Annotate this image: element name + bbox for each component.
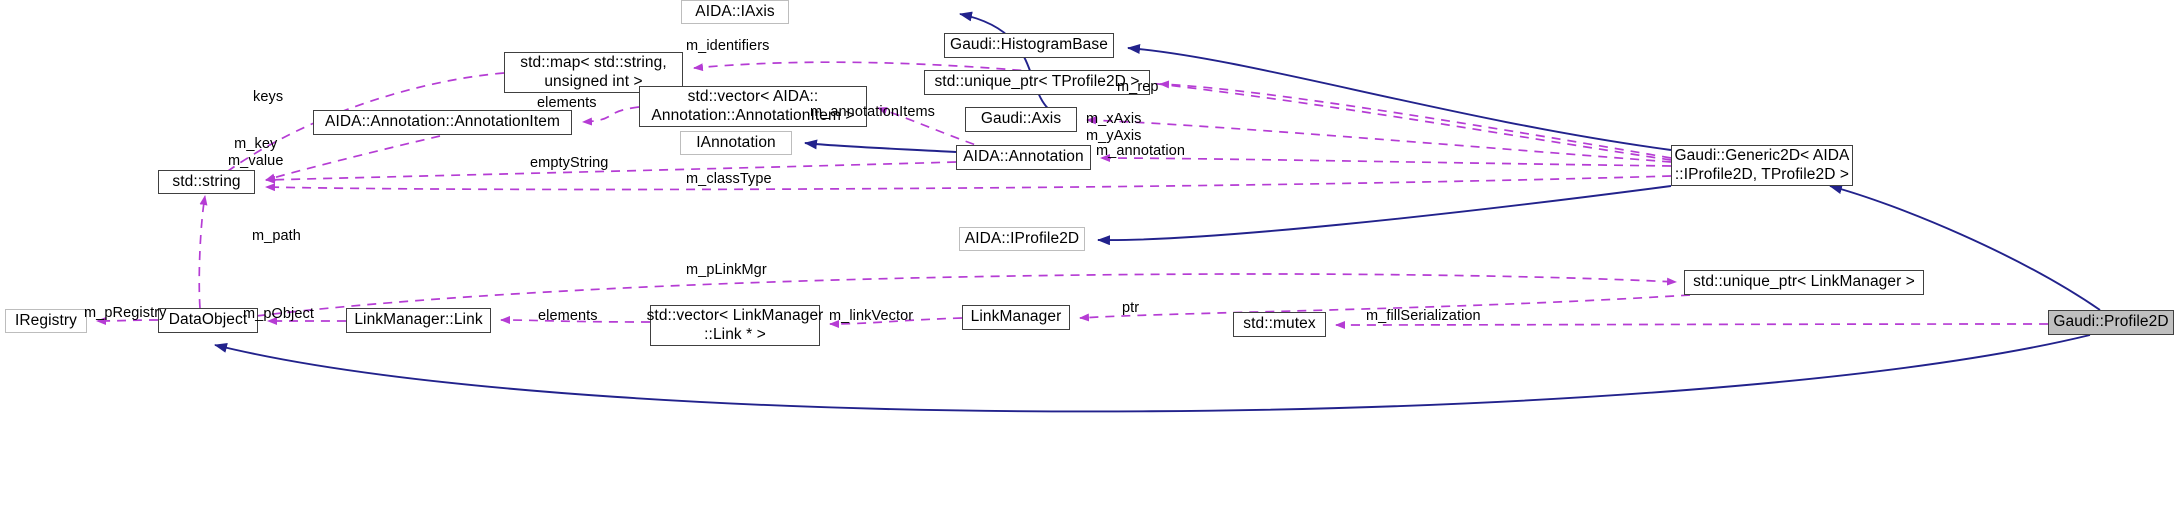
edge-label-m-linkvector: m_linkVector (829, 308, 914, 324)
edge-label-m-pobject: m_pObject (243, 306, 315, 322)
node-iannotation[interactable]: IAnnotation (680, 131, 792, 155)
node-gaudi-profile2d[interactable]: Gaudi::Profile2D (2048, 310, 2174, 335)
edge-label-elements-annotation: elements (537, 95, 597, 111)
node-std-unique-ptr-linkmanager[interactable]: std::unique_ptr< LinkManager > (1684, 270, 1924, 295)
node-std-map-string-uint[interactable]: std::map< std::string, unsigned int > (504, 52, 683, 93)
node-linkmanager-link[interactable]: LinkManager::Link (346, 308, 491, 333)
edge-label-m-pregistry: m_pRegistry (84, 305, 167, 321)
node-std-vector-link-ptr[interactable]: std::vector< LinkManager ::Link * > (647, 305, 823, 346)
edge-label-elements-link: elements (538, 308, 598, 324)
edge-label-emptystring: emptyString (530, 155, 609, 171)
node-aida-annotation-annotationitem[interactable]: AIDA::Annotation::AnnotationItem (313, 110, 572, 135)
edge-label-m-classtype: m_classType (686, 171, 772, 187)
edge-label-m-path: m_path (252, 228, 301, 244)
node-gaudi-generic2d[interactable]: Gaudi::Generic2D< AIDA ::IProfile2D, TPr… (1671, 145, 1853, 186)
edge-label-m-rep: m_rep (1117, 79, 1159, 95)
node-aida-iprofile2d[interactable]: AIDA::IProfile2D (959, 227, 1085, 251)
edge-label-m-key-m-value: m_key m_value (228, 136, 284, 169)
node-dataobject[interactable]: DataObject (158, 308, 258, 333)
edge-label-m-annotationitems: m_annotationItems (810, 104, 936, 120)
node-aida-annotation[interactable]: AIDA::Annotation (956, 145, 1091, 170)
edge-label-m-xaxis-m-yaxis: m_xAxis m_yAxis (1086, 111, 1142, 144)
node-linkmanager[interactable]: LinkManager (962, 305, 1070, 330)
edge-label-m-identifiers: m_identifiers (686, 38, 770, 54)
node-aida-iaxis[interactable]: AIDA::IAxis (681, 0, 789, 24)
edge-label-m-plinkmgr: m_pLinkMgr (686, 262, 767, 278)
node-iregistry[interactable]: IRegistry (5, 309, 87, 333)
node-std-mutex[interactable]: std::mutex (1233, 312, 1326, 337)
node-std-unique-ptr-tprofile2d[interactable]: std::unique_ptr< TProfile2D > (924, 70, 1150, 95)
node-std-vector-annotationitem[interactable]: std::vector< AIDA:: Annotation::Annotati… (639, 86, 867, 127)
edge-label-m-annotation: m_annotation (1096, 143, 1186, 159)
edge-label-keys: keys (253, 89, 284, 105)
edge-label-ptr: ptr (1122, 300, 1140, 316)
edge-label-m-fillserialization: m_fillSerialization (1366, 308, 1481, 324)
node-std-string[interactable]: std::string (158, 170, 255, 194)
node-gaudi-histogrambase[interactable]: Gaudi::HistogramBase (944, 33, 1114, 58)
node-gaudi-axis[interactable]: Gaudi::Axis (965, 107, 1077, 132)
